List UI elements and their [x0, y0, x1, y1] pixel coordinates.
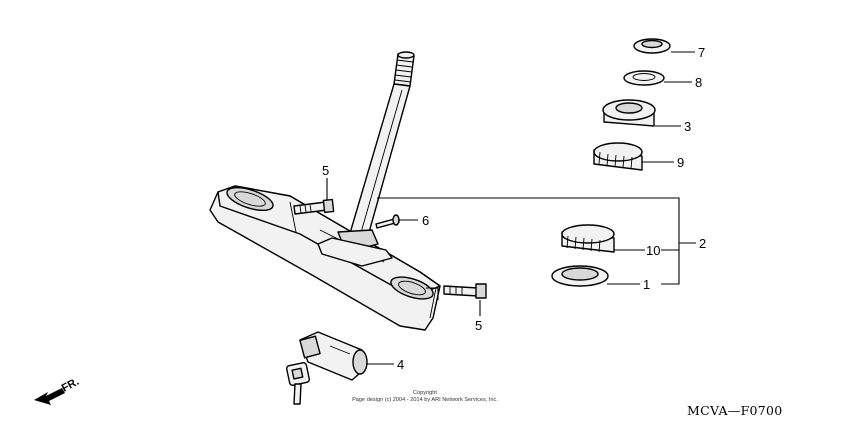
callout-5-lower: 5 — [475, 318, 482, 333]
callout-3: 3 — [684, 119, 691, 134]
copyright-text: Page design (c) 2004 - 2014 by ARI Netwo… — [352, 397, 498, 403]
callout-5-upper: 5 — [322, 163, 329, 178]
front-marker-label: FR. — [60, 376, 81, 395]
steering-stem[interactable] — [317, 51, 415, 267]
callout-1: 1 — [643, 277, 650, 292]
callout-10: 10 — [646, 243, 660, 258]
leader-lines — [326, 51, 696, 365]
ignition-lock[interactable] — [299, 331, 368, 381]
bearing-lower[interactable] — [561, 224, 615, 253]
key[interactable] — [285, 361, 311, 405]
copyright-label: Copyright — [413, 390, 437, 396]
callout-7: 7 — [698, 45, 705, 60]
bearing-adjust-nut[interactable] — [602, 99, 656, 127]
bolt-upper[interactable] — [293, 198, 335, 215]
callout-9: 9 — [677, 155, 684, 170]
screw[interactable] — [375, 214, 400, 229]
callout-8: 8 — [695, 75, 702, 90]
dust-seal[interactable] — [551, 265, 609, 287]
callout-6: 6 — [422, 213, 429, 228]
callout-2: 2 — [699, 236, 706, 251]
bolt-lower[interactable] — [443, 283, 487, 299]
callout-4: 4 — [397, 357, 404, 372]
lock-nut[interactable] — [633, 38, 671, 54]
bearing-upper[interactable] — [593, 142, 643, 171]
diagram-code: MCVA—F0700 — [687, 403, 783, 418]
lock-washer[interactable] — [623, 70, 665, 86]
front-arrow-icon — [34, 388, 65, 405]
